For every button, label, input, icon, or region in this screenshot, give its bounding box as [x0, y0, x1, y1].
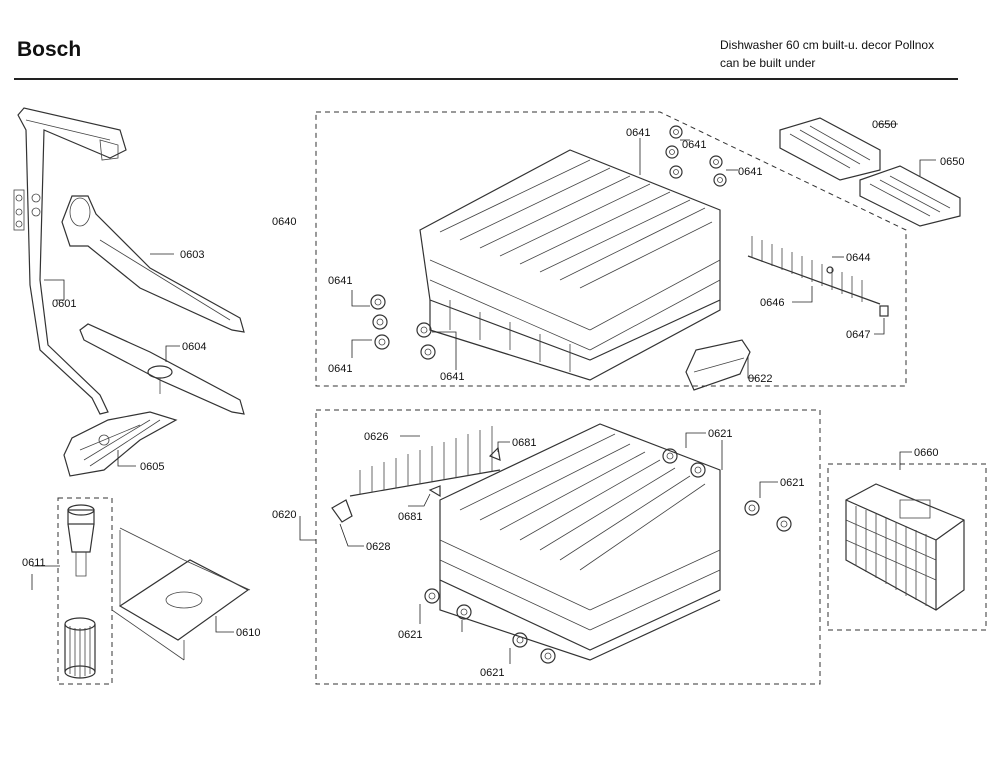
label-0641-f: 0641 — [440, 371, 464, 383]
label-0681-a: 0681 — [512, 437, 536, 449]
label-0650-b: 0650 — [940, 156, 964, 168]
label-0641-c: 0641 — [738, 166, 762, 178]
label-0611: 0611 — [22, 557, 46, 569]
diagram-description: Dishwasher 60 cm built-u. decor Pollnox — [720, 38, 935, 52]
label-0621-b: 0621 — [780, 477, 804, 489]
label-0604: 0604 — [182, 341, 206, 353]
rollers-0641-top[interactable] — [665, 125, 727, 187]
label-0660: 0660 — [914, 447, 938, 459]
clip-0681-b[interactable] — [428, 485, 441, 498]
rollers-0641-left[interactable] — [370, 294, 436, 360]
label-0640: 0640 — [272, 216, 296, 228]
label-0605: 0605 — [140, 461, 164, 473]
label-0620: 0620 — [272, 509, 296, 521]
tine-row-0646[interactable] — [747, 236, 881, 305]
fine-filter-0611[interactable] — [67, 504, 95, 577]
label-0603: 0603 — [180, 249, 204, 261]
flat-filter-0610[interactable] — [111, 527, 251, 661]
label-0641-b: 0641 — [682, 139, 706, 151]
diagram-subdescription: can be built under — [720, 56, 816, 70]
brand-name: Bosch — [17, 38, 82, 61]
header-rule — [14, 78, 958, 80]
upper-basket-group-box — [315, 111, 907, 387]
label-0641-d: 0641 — [328, 275, 352, 287]
lower-basket-group-box — [315, 409, 821, 685]
cutlery-basket-0660[interactable] — [845, 483, 965, 611]
filter-tray-0605[interactable] — [63, 411, 178, 477]
label-0646: 0646 — [760, 297, 784, 309]
tine-row-0626[interactable] — [349, 426, 501, 497]
label-0626: 0626 — [364, 431, 388, 443]
upper-basket-0640[interactable] — [419, 149, 721, 381]
cup-rack-0650-b[interactable] — [859, 165, 961, 227]
upper-spray-arm-0603[interactable] — [61, 195, 245, 333]
micro-filter-cylinder[interactable] — [64, 617, 96, 679]
label-0650-a: 0650 — [872, 119, 896, 131]
label-0644: 0644 — [846, 252, 870, 264]
lower-basket-0620[interactable] — [439, 423, 721, 661]
cup-rack-0650-a[interactable] — [779, 117, 881, 181]
clip-0681-a[interactable] — [488, 446, 501, 461]
holder-0647[interactable] — [879, 305, 889, 317]
lower-spray-arm-0604[interactable] — [79, 323, 245, 415]
label-0628: 0628 — [366, 541, 390, 553]
leader-lines — [31, 123, 936, 664]
label-0641-a: 0641 — [626, 127, 650, 139]
label-0621-c: 0621 — [398, 629, 422, 641]
clip-0644[interactable] — [826, 266, 834, 274]
label-0641-e: 0641 — [328, 363, 352, 375]
label-0601: 0601 — [52, 298, 76, 310]
label-0621-a: 0621 — [708, 428, 732, 440]
label-0621-d: 0621 — [480, 667, 504, 679]
label-0610: 0610 — [236, 627, 260, 639]
rollers-0621[interactable] — [424, 448, 792, 664]
filter-group-box — [57, 497, 113, 685]
basket-handle-0622[interactable] — [685, 339, 751, 391]
part-labels: 0601 0603 0604 0605 0610 0611 0640 0641 … — [22, 119, 964, 679]
label-0681-b: 0681 — [398, 511, 422, 523]
spray-pipe-0601[interactable] — [13, 107, 127, 415]
label-0647: 0647 — [846, 329, 870, 341]
label-0622: 0622 — [748, 373, 772, 385]
hinge-0628[interactable] — [331, 499, 353, 523]
